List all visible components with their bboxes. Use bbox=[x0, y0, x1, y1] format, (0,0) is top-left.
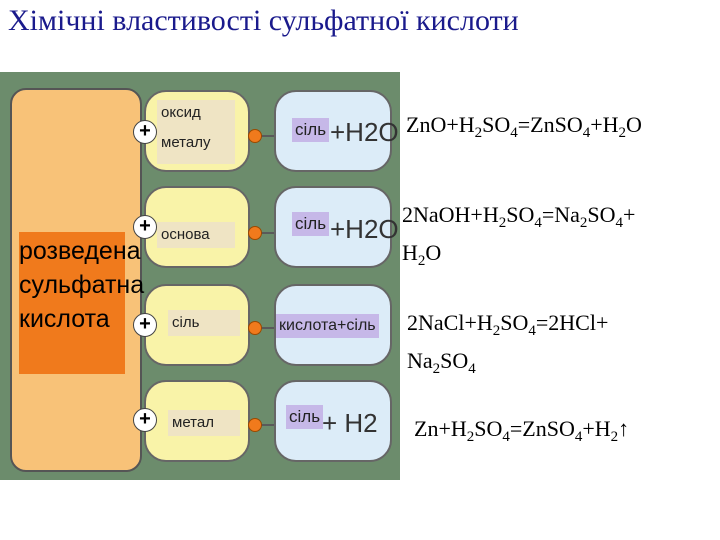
reagent-label-line: кислота bbox=[19, 305, 110, 333]
equation-text: ↑ bbox=[618, 416, 630, 441]
equation-subscript: 4 bbox=[582, 125, 591, 141]
equation-base: 2NaOH+H2SO4=Na2SO4+ H2O bbox=[402, 200, 635, 276]
reactant-label-metal: метал bbox=[168, 410, 240, 436]
plus-icon: + bbox=[133, 408, 157, 432]
arrow-line bbox=[256, 327, 276, 329]
reagent-label: розведена сульфатна кислота bbox=[19, 232, 145, 374]
reactant-label-base: основа bbox=[157, 222, 235, 248]
equation-subscript: 4 bbox=[534, 215, 542, 231]
arrow-line bbox=[256, 232, 276, 234]
equation-subscript: 2 bbox=[417, 253, 426, 269]
product-extra: +H2O bbox=[330, 117, 399, 147]
equation-oxide: ZnO+H2SO4=ZnSO4+H2O bbox=[406, 110, 642, 148]
equation-subscript: 4 bbox=[468, 361, 476, 377]
arrow-dot-icon bbox=[248, 226, 262, 240]
equation-subscript: 2 bbox=[618, 125, 627, 141]
equation-text: +H bbox=[590, 112, 619, 137]
equation-text: =2HCl+ bbox=[535, 310, 609, 335]
equation-line: 2NaCl+H2SO4=2HCl+ bbox=[407, 308, 608, 346]
equation-text: Na bbox=[407, 348, 433, 373]
equation-subscript: 4 bbox=[528, 323, 536, 339]
equation-text: =ZnSO bbox=[509, 416, 575, 441]
equation-text: ZnO+H bbox=[406, 112, 475, 137]
equation-text: SO bbox=[506, 202, 535, 227]
equation-text: H bbox=[402, 240, 418, 265]
product-salt: кислота+сіль bbox=[276, 314, 379, 338]
equation-text: O bbox=[425, 240, 442, 265]
equation-text: O bbox=[626, 112, 642, 137]
reactant-label-line: металу bbox=[161, 134, 211, 151]
equation-subscript: 4 bbox=[615, 215, 624, 231]
equation-line: Na2SO4 bbox=[407, 346, 608, 384]
reactant-label-oxide: оксид металу bbox=[157, 100, 235, 164]
equation-subscript: 2 bbox=[474, 125, 483, 141]
equation-subscript: 2 bbox=[432, 361, 441, 377]
equation-salt: 2NaCl+H2SO4=2HCl+ Na2SO4 bbox=[407, 308, 608, 384]
equation-line: ZnO+H2SO4=ZnSO4+H2O bbox=[406, 110, 642, 148]
arrow-line bbox=[256, 424, 276, 426]
equation-text: +H bbox=[582, 416, 611, 441]
equation-text: SO bbox=[440, 348, 469, 373]
equation-line: H2O bbox=[402, 238, 635, 276]
equation-text: SO bbox=[500, 310, 529, 335]
reagent-label-line: розведена bbox=[19, 237, 141, 265]
plus-icon: + bbox=[133, 120, 157, 144]
equation-subscript: 2 bbox=[579, 215, 588, 231]
reagent-label-line: сульфатна bbox=[19, 271, 145, 299]
equation-text: SO bbox=[587, 202, 616, 227]
arrow-line bbox=[256, 135, 276, 137]
arrow-dot-icon bbox=[248, 418, 262, 432]
equation-text: SO bbox=[474, 416, 503, 441]
equation-subscript: 2 bbox=[466, 429, 475, 445]
equation-text: + bbox=[623, 202, 636, 227]
equation-text: =Na bbox=[541, 202, 580, 227]
equation-text: SO bbox=[482, 112, 511, 137]
reactant-label-salt: сіль bbox=[168, 310, 240, 336]
equation-text: 2NaCl+H bbox=[407, 310, 493, 335]
page-title: Хімічні властивості сульфатної кислоти bbox=[8, 4, 519, 37]
product-salt: сіль bbox=[286, 405, 324, 429]
plus-icon: + bbox=[133, 313, 157, 337]
equation-text: 2NaOH+H bbox=[402, 202, 499, 227]
equation-text: Zn+H bbox=[414, 416, 467, 441]
equation-subscript: 4 bbox=[510, 125, 518, 141]
equation-subscript: 4 bbox=[574, 429, 583, 445]
equation-line: 2NaOH+H2SO4=Na2SO4+ bbox=[402, 200, 635, 238]
equation-subscript: 2 bbox=[492, 323, 501, 339]
equation-text: =ZnSO bbox=[517, 112, 583, 137]
arrow-dot-icon bbox=[248, 129, 262, 143]
equation-line: Zn+H2SO4=ZnSO4+H2↑ bbox=[414, 414, 629, 452]
equation-metal: Zn+H2SO4=ZnSO4+H2↑ bbox=[414, 414, 629, 452]
product-extra: + H2 bbox=[322, 408, 378, 438]
product-extra: +H2O bbox=[330, 214, 399, 244]
equation-subscript: 4 bbox=[502, 429, 510, 445]
product-salt: сіль bbox=[292, 118, 330, 142]
arrow-dot-icon bbox=[248, 321, 262, 335]
product-salt: сіль bbox=[292, 212, 330, 236]
equation-subscript: 2 bbox=[610, 429, 619, 445]
plus-icon: + bbox=[133, 215, 157, 239]
reactant-label-line: оксид bbox=[161, 104, 201, 121]
equation-subscript: 2 bbox=[498, 215, 507, 231]
